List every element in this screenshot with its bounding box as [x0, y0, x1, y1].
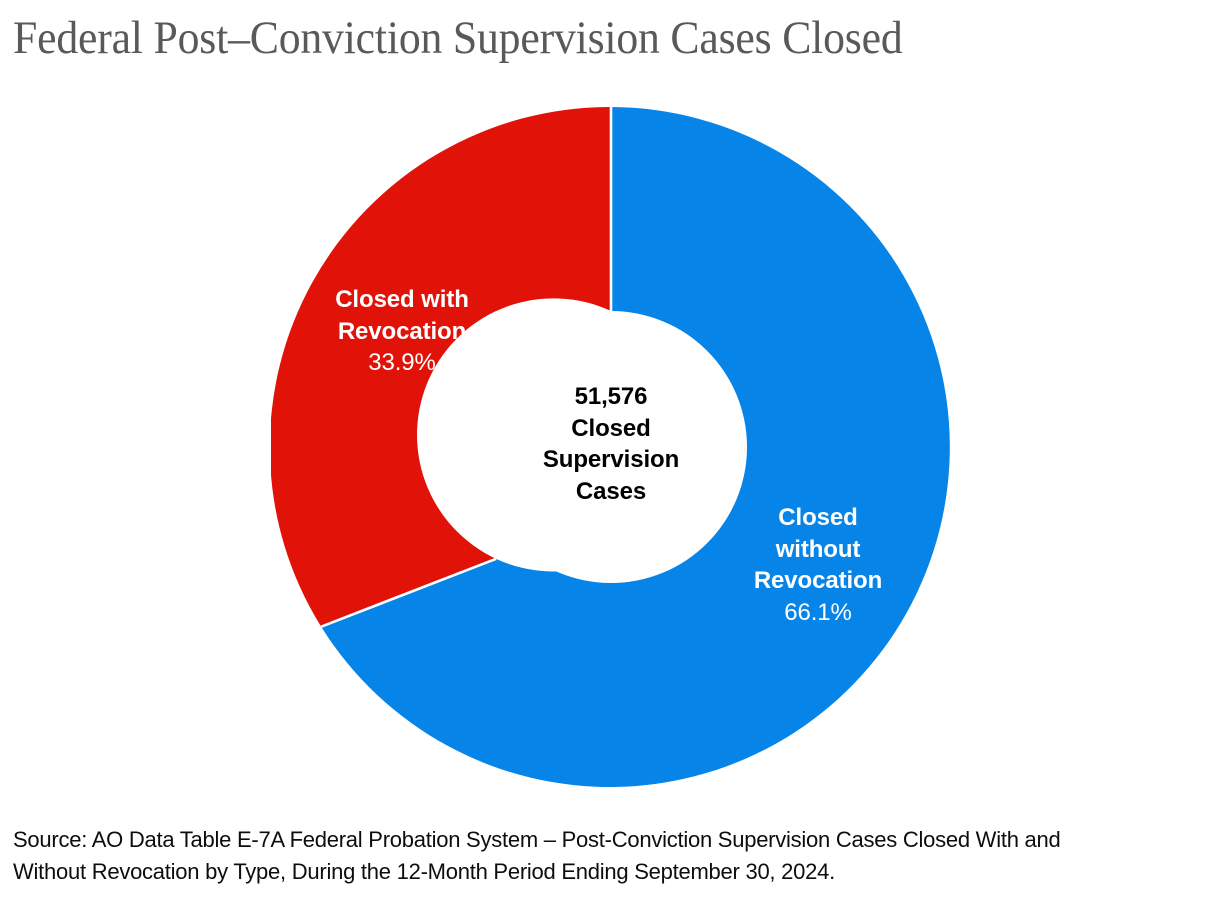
- center-line-3: Supervision: [542, 446, 680, 473]
- source-note-line2: Without Revocation by Type, During the 1…: [13, 859, 835, 884]
- slice-label-line1: Closed with: [335, 286, 469, 313]
- slice-label-line1: Closed: [778, 504, 858, 531]
- slice-closed-with-revocation[interactable]: [271, 107, 611, 627]
- center-total-value: 51,576: [574, 383, 648, 410]
- slice-label-line2: Revocation: [337, 317, 467, 345]
- source-note: Source: AO Data Table E-7A Federal Proba…: [13, 824, 1183, 888]
- page-title: Federal Post–Conviction Supervision Case…: [13, 12, 903, 64]
- slice-label-line3: Revocation: [753, 567, 883, 594]
- slice-separator-lower-left: [320, 557, 497, 628]
- center-line-4: Cases: [575, 477, 647, 505]
- slice-label-closed-with-revocation: Closed with Revocation 33.9%: [302, 284, 502, 379]
- donut-center-label: 51,576 Closed Supervision Cases: [491, 381, 731, 507]
- source-note-line1: Source: AO Data Table E-7A Federal Proba…: [13, 827, 1061, 852]
- donut-hole: [475, 311, 747, 583]
- donut-chart-graphic: [271, 107, 951, 787]
- slice-label-percent: 66.1%: [784, 598, 852, 626]
- slice-label-line2: without: [775, 535, 861, 563]
- slice-label-closed-without-revocation: Closed without Revocation 66.1%: [718, 502, 918, 628]
- center-line-2: Closed: [571, 414, 651, 442]
- donut-svg: [271, 107, 950, 787]
- slice-closed-without-revocation[interactable]: [321, 107, 950, 787]
- slice-label-percent: 33.9%: [368, 349, 436, 376]
